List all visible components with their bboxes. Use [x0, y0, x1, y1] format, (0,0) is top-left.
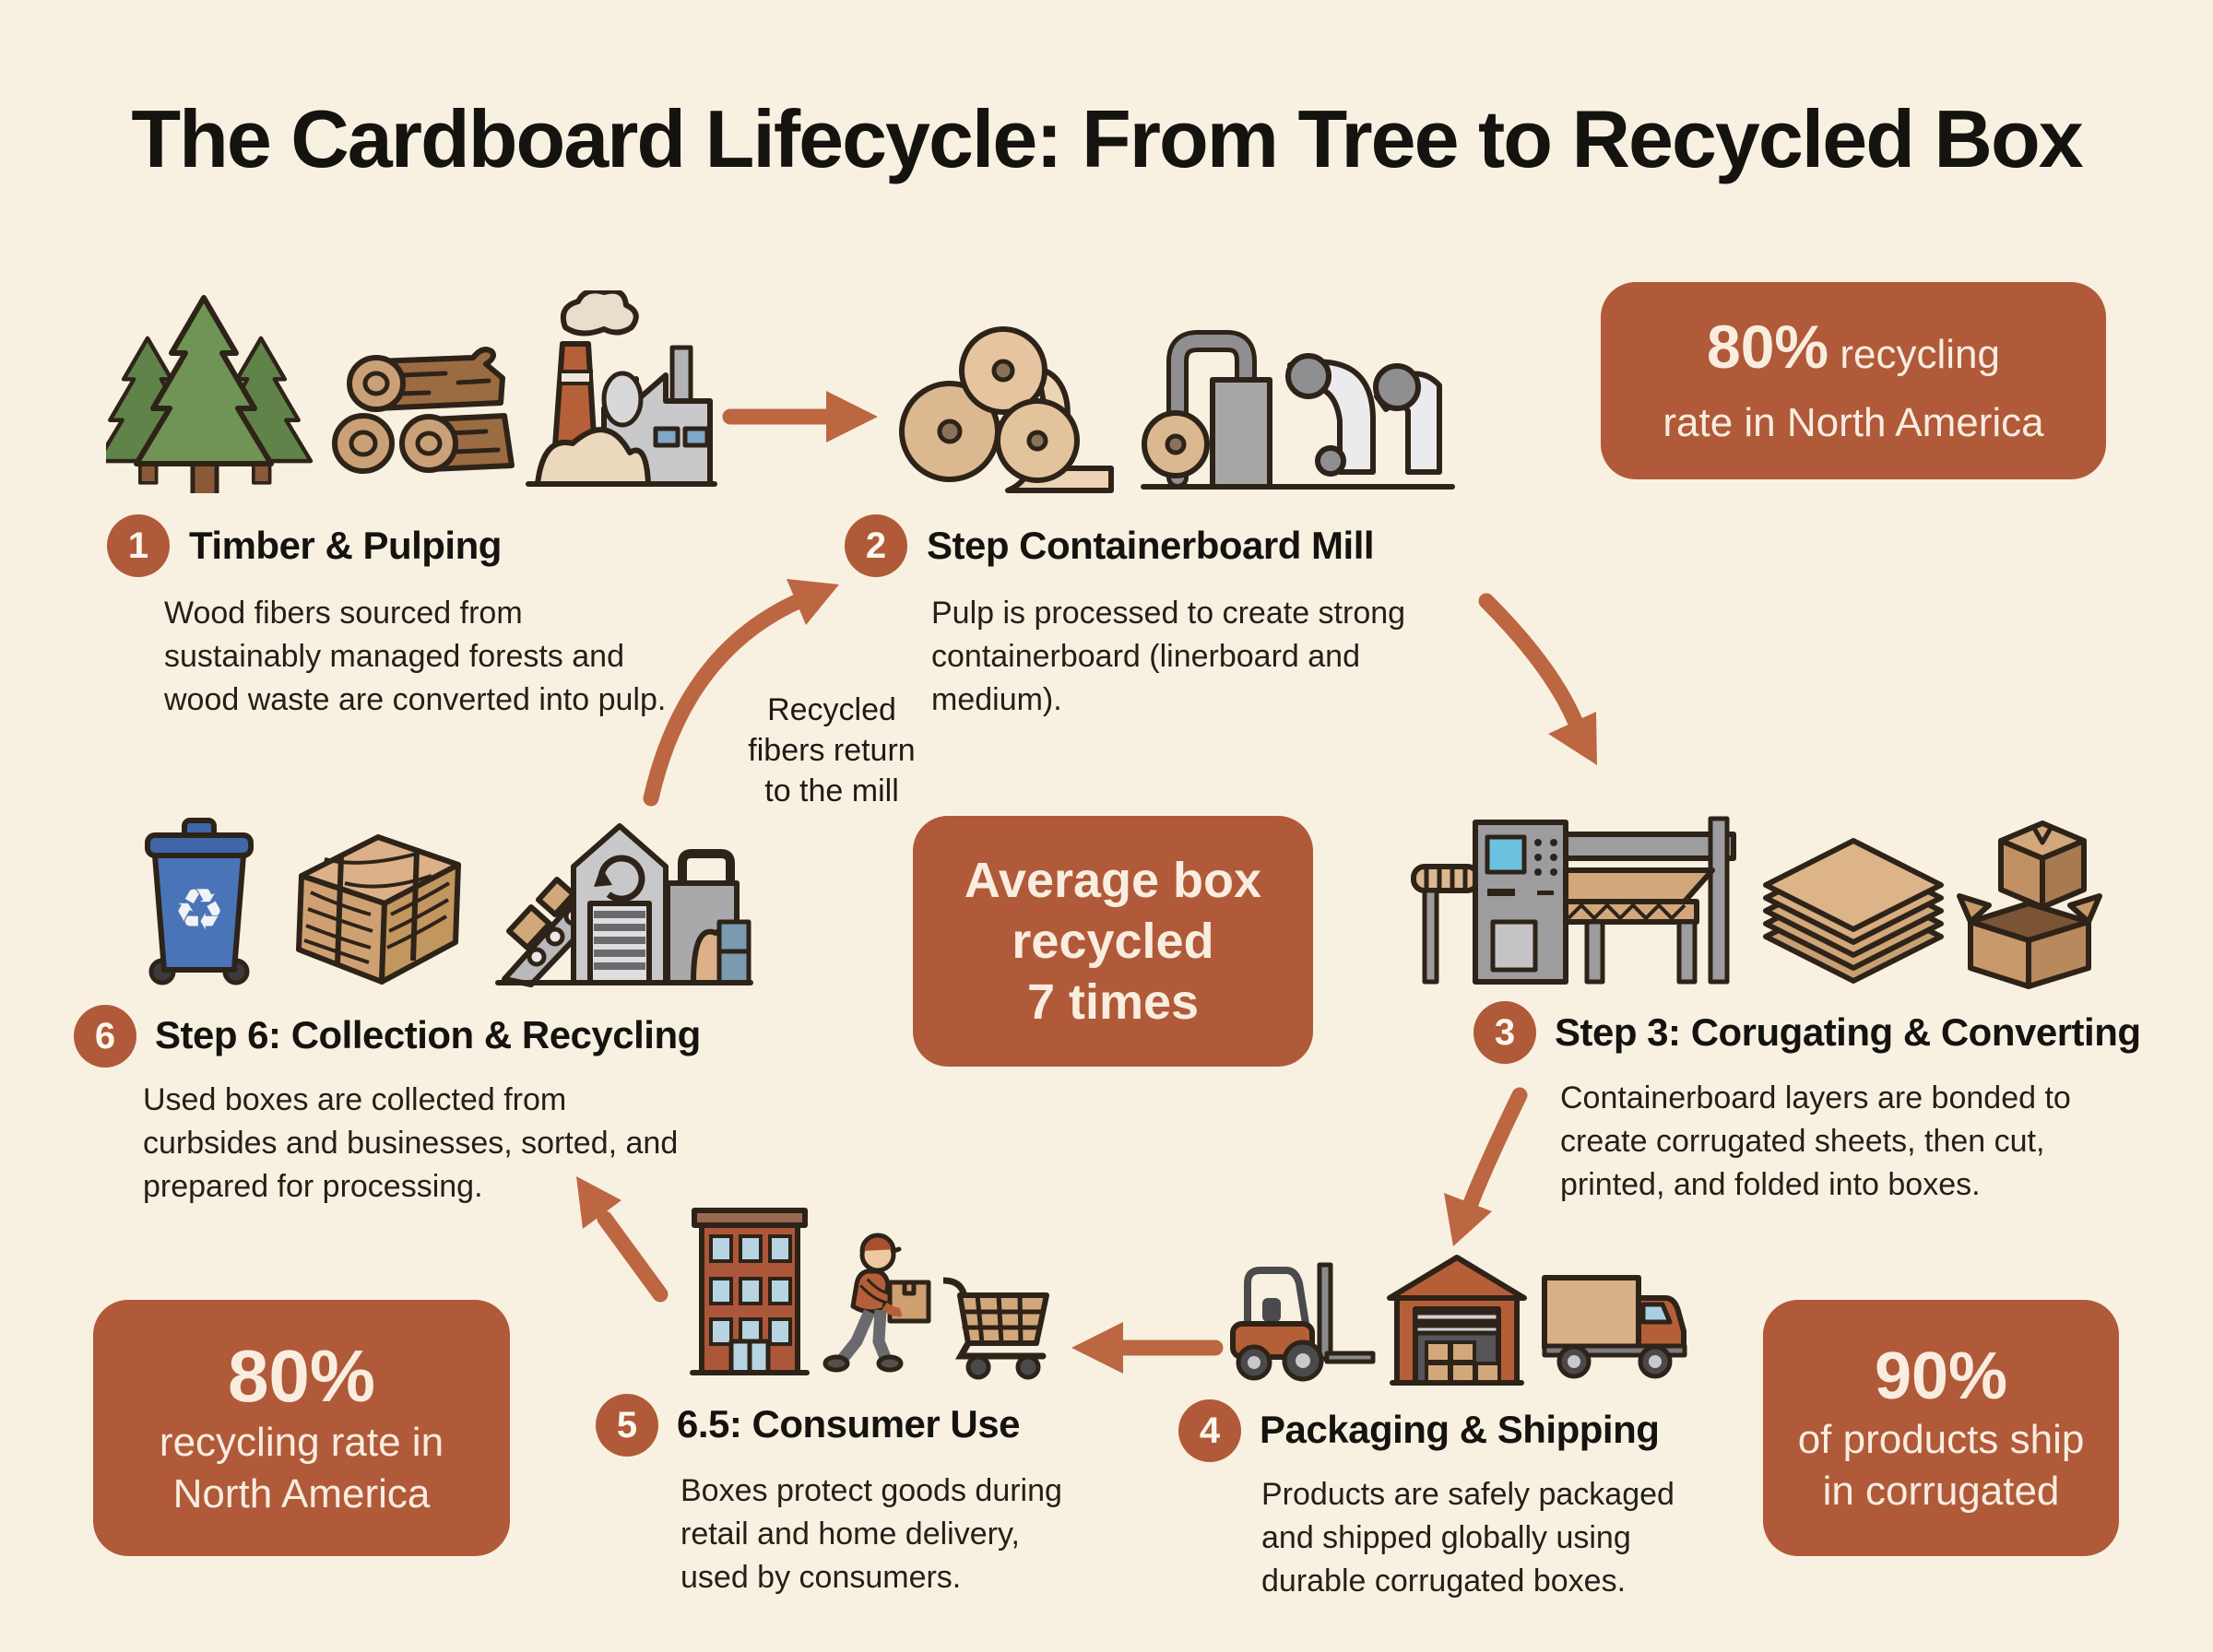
forklift-icon: [1230, 1262, 1376, 1382]
badge-recycling-rate-top-right: 80% recycling rate in North America: [1601, 282, 2106, 479]
pulping-mill-icon: [526, 290, 717, 487]
log-stack-icon: [332, 347, 515, 474]
badge-text: recycling rate in North America: [159, 1420, 444, 1516]
step5-icons: [690, 1208, 1049, 1380]
corrugator-machine-icon: [1411, 816, 1736, 985]
step4-description: Products are safely packaged and shipped…: [1261, 1477, 1675, 1599]
step1-title: Timber & Pulping: [189, 524, 502, 567]
apartment-building-icon: [690, 1208, 810, 1375]
badge-stat: 80%: [1707, 312, 1829, 381]
step5-title: 6.5: Consumer Use: [677, 1402, 1020, 1446]
step5-description: Boxes protect goods during retail and ho…: [680, 1473, 1062, 1595]
arrow-step6-to-step2-recycle-loop: [643, 579, 839, 807]
step2-title: Step Containerboard Mill: [927, 524, 1375, 567]
step2-description: Pulp is processed to create strong conta…: [931, 596, 1406, 717]
step2-number: 2: [845, 514, 907, 577]
badge-stat: 80%: [227, 1335, 376, 1417]
step4-title: Packaging & Shipping: [1260, 1408, 1660, 1451]
arrow-step2-to-step3: [1478, 593, 1597, 765]
step2-icons: [899, 326, 1455, 493]
step6-icons: ♻: [145, 818, 753, 987]
arrow-step5-to-step6: [576, 1176, 669, 1303]
truck-icon: [1542, 1275, 1687, 1379]
arrow-step1-to-step2: [722, 391, 878, 442]
badge-stat-suffix: recycling: [1828, 331, 2000, 377]
pine-trees-icon: [106, 298, 311, 493]
step3-number: 3: [1473, 1001, 1536, 1064]
warehouse-icon: [1387, 1255, 1527, 1386]
paper-rolls-icon: [899, 326, 1114, 493]
badge-average-box-recycled: Average box recycled 7 times: [913, 816, 1313, 1067]
step1-number: 1: [107, 514, 170, 577]
page-title: The Cardboard Lifecycle: From Tree to Re…: [131, 93, 2083, 184]
cardboard-bale-icon: [296, 834, 461, 985]
badge-stat: 90%: [1874, 1339, 2008, 1413]
step4-icons: [1230, 1255, 1687, 1386]
recycle-bin-icon: ♻: [145, 818, 254, 985]
arrow-step4-to-step5: [1071, 1322, 1224, 1374]
step3-icons: [1411, 816, 2102, 989]
badge-line2: rate in North America: [1663, 399, 2044, 445]
recycling-facility-icon: [495, 823, 753, 987]
badge-line1: 80% recycling: [1707, 313, 2000, 397]
step5-number: 5: [596, 1394, 658, 1457]
badge-text: Average box recycled 7 times: [964, 853, 1262, 1030]
badge-recycling-rate-bottom-left: 80% recycling rate in North America: [93, 1300, 510, 1556]
step4-number: 4: [1178, 1399, 1241, 1462]
step6-number: 6: [74, 1005, 136, 1068]
delivery-person-icon: [822, 1233, 931, 1373]
mill-machine-icon: [1141, 330, 1455, 490]
step6-title: Step 6: Collection & Recycling: [155, 1013, 701, 1056]
step1-description: Wood fibers sourced from sustainably man…: [164, 596, 667, 717]
boxes-icon: [1957, 820, 2102, 989]
recycle-loop-annotation: Recycled fibers return to the mill: [748, 692, 916, 808]
shopping-cart-icon: [942, 1277, 1049, 1380]
recycle-symbol-glyph: ♻: [173, 876, 225, 943]
badge-text: of products ship in corrugated: [1797, 1417, 2085, 1514]
step3-title: Step 3: Corugating & Converting: [1555, 1010, 2141, 1054]
step1-icons: [106, 290, 717, 493]
badge-ship-in-corrugated: 90% of products ship in corrugated: [1763, 1300, 2119, 1556]
step3-description: Containerboard layers are bonded to crea…: [1560, 1080, 2071, 1202]
sheet-stack-icon: [1763, 838, 1944, 984]
step6-description: Used boxes are collected from curbsides …: [143, 1082, 679, 1204]
arrow-step3-to-step4: [1444, 1087, 1528, 1246]
